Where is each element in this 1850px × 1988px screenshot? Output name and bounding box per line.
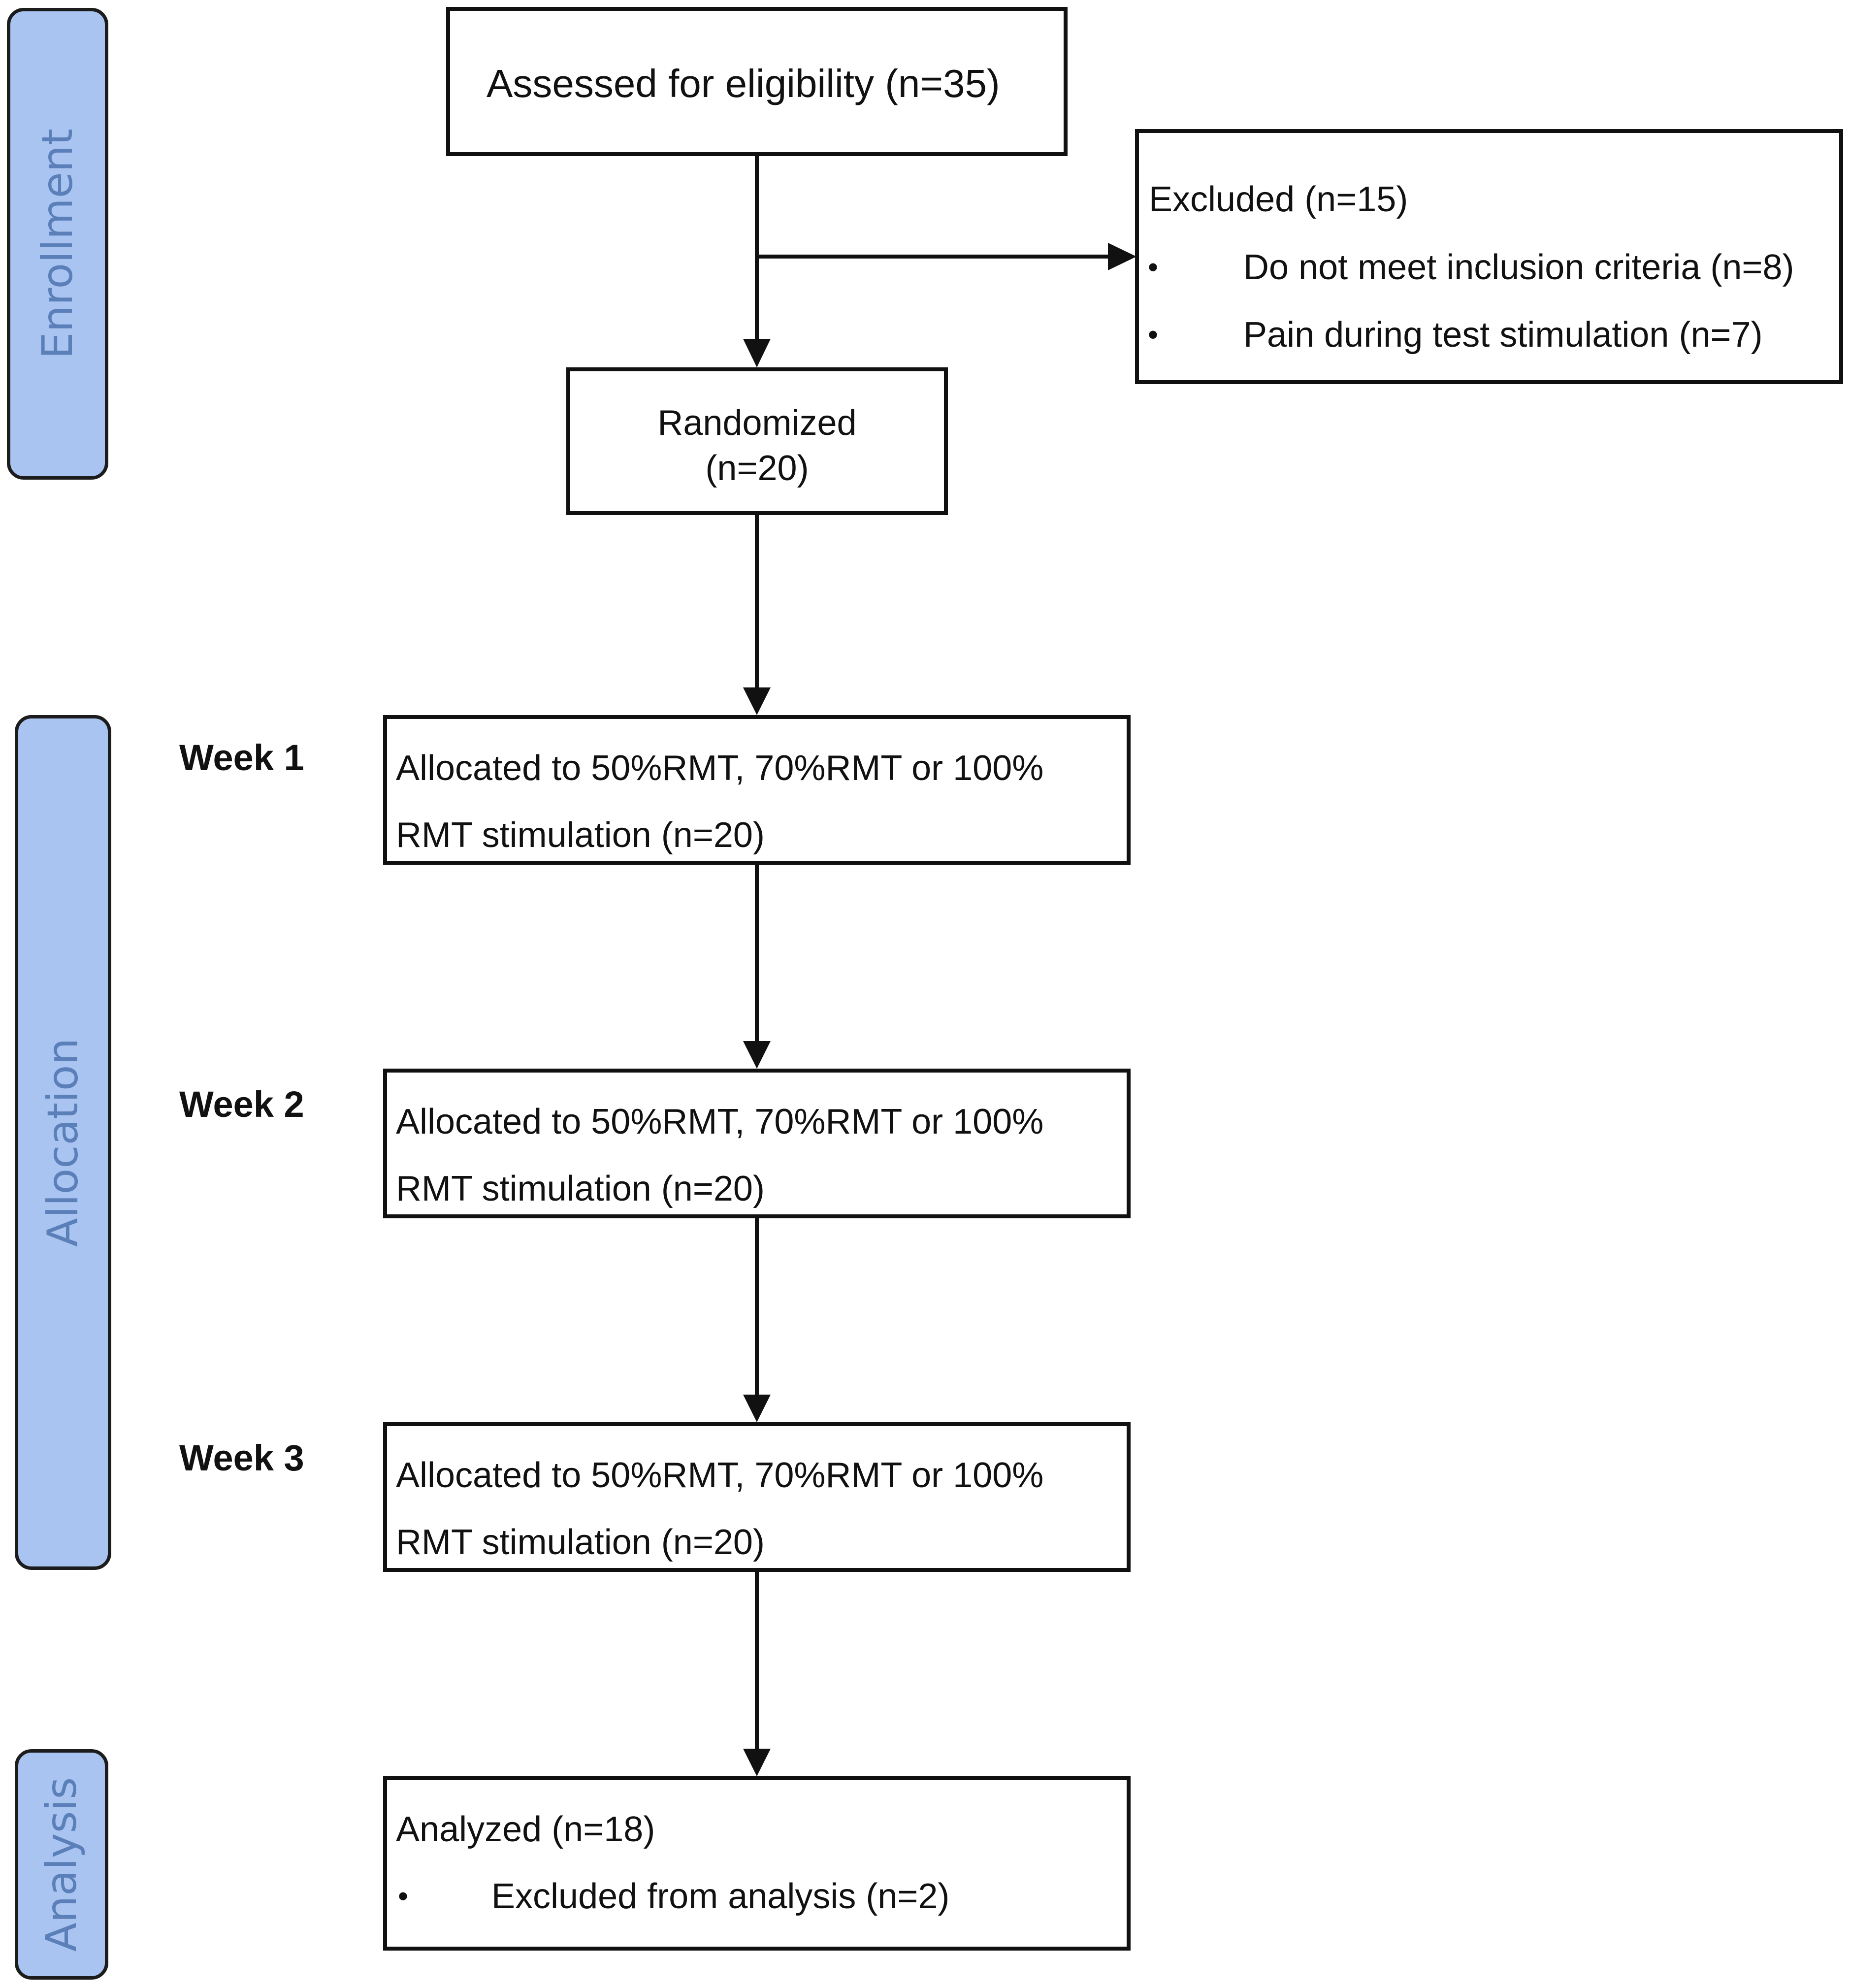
arrowhead-to-randomized: [743, 339, 771, 367]
week-1-allocation-line2: RMT stimulation (n=20): [396, 815, 765, 855]
arrowhead-to-week1: [743, 687, 771, 715]
week-1-allocation-line1: Allocated to 50%RMT, 70%RMT or 100%: [396, 749, 1044, 788]
week-2-label: Week 2: [179, 1084, 304, 1125]
allocation-phase-bar: Allocation: [15, 715, 111, 1570]
arrowhead-to-week2: [743, 1041, 771, 1069]
arrowhead-to-analysis: [743, 1749, 771, 1776]
randomized-box: Randomized (n=20): [566, 367, 948, 515]
analyzed-item-1: Excluded from analysis (n=2): [491, 1877, 950, 1916]
excluded-title: Excluded (n=15): [1149, 180, 1408, 219]
week-1-label: Week 1: [179, 737, 304, 778]
excluded-bullet-2: •: [1148, 318, 1159, 351]
arrowhead-to-excluded: [1108, 243, 1136, 270]
excluded-box: Excluded (n=15) • Do not meet inclusion …: [1135, 129, 1843, 384]
assessed-box: Assessed for eligibility (n=35): [446, 7, 1068, 156]
assessed-text: Assessed for eligibility (n=35): [487, 62, 1000, 105]
arrowhead-to-week3: [743, 1395, 771, 1422]
analyzed-title: Analyzed (n=18): [396, 1810, 655, 1849]
randomized-label: Randomized: [657, 403, 857, 443]
week-3-allocation-box: Allocated to 50%RMT, 70%RMT or 100% RMT …: [383, 1422, 1131, 1572]
week-2-allocation-line2: RMT stimulation (n=20): [396, 1169, 765, 1208]
analyzed-box: Analyzed (n=18) • Excluded from analysis…: [383, 1776, 1131, 1951]
week-2-allocation-box: Allocated to 50%RMT, 70%RMT or 100% RMT …: [383, 1069, 1131, 1218]
week-3-allocation-line1: Allocated to 50%RMT, 70%RMT or 100%: [396, 1456, 1044, 1495]
excluded-item-2: Pain during test stimulation (n=7): [1243, 315, 1763, 355]
enrollment-phase-bar: Enrollment: [7, 8, 108, 480]
week-3-label: Week 3: [179, 1437, 304, 1478]
week-1-allocation-box: Allocated to 50%RMT, 70%RMT or 100% RMT …: [383, 715, 1131, 865]
excluded-bullet-1: •: [1148, 251, 1159, 284]
randomized-count: (n=20): [705, 449, 809, 488]
analysis-phase-bar: Analysis: [15, 1749, 108, 1980]
week-3-allocation-line2: RMT stimulation (n=20): [396, 1523, 765, 1562]
excluded-item-1: Do not meet inclusion criteria (n=8): [1243, 248, 1794, 287]
week-2-allocation-line1: Allocated to 50%RMT, 70%RMT or 100%: [396, 1102, 1044, 1141]
analyzed-bullet-1: •: [398, 1880, 409, 1913]
